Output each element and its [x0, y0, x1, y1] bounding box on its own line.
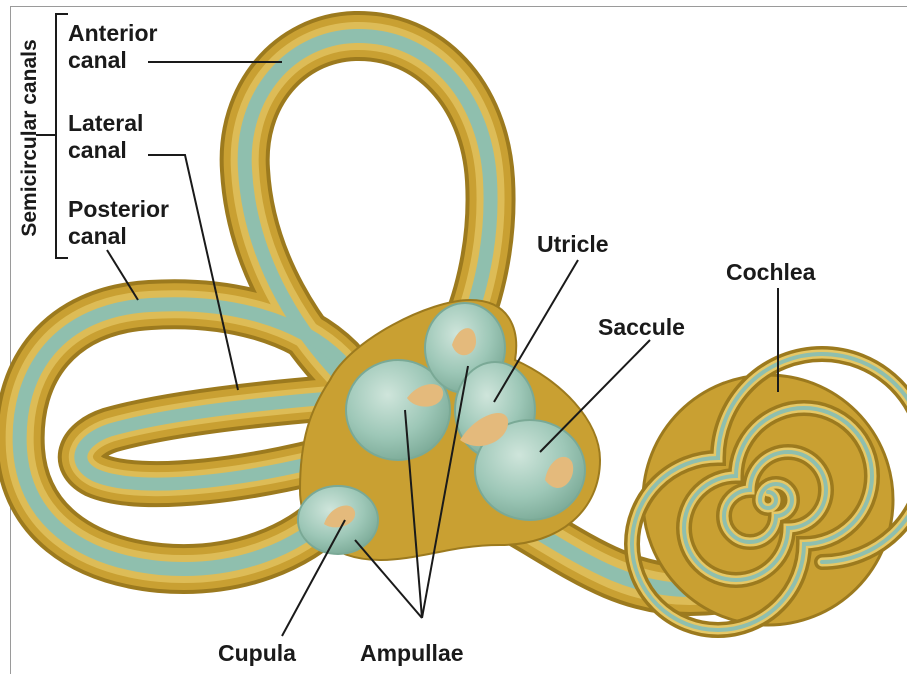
saccule-label: Saccule — [598, 314, 685, 341]
lateral-canal-label: Lateral canal — [68, 110, 143, 164]
utricle-label: Utricle — [537, 231, 609, 258]
posterior-label-line1: Posterior — [68, 196, 169, 223]
lateral-label-line1: Lateral — [68, 110, 143, 137]
anterior-label-line2: canal — [68, 47, 157, 74]
posterior-canal-label: Posterior canal — [68, 196, 169, 250]
posterior-label-line2: canal — [68, 223, 169, 250]
cochlea-label: Cochlea — [726, 259, 815, 286]
anterior-label-line1: Anterior — [68, 20, 157, 47]
ampullae-label: Ampullae — [360, 640, 464, 667]
anterior-canal-label: Anterior canal — [68, 20, 157, 74]
semicircular-bracket — [56, 14, 68, 258]
cupula-label: Cupula — [218, 640, 296, 667]
lateral-label-line2: canal — [68, 137, 143, 164]
semicircular-canals-label: Semicircular canals — [18, 39, 42, 236]
